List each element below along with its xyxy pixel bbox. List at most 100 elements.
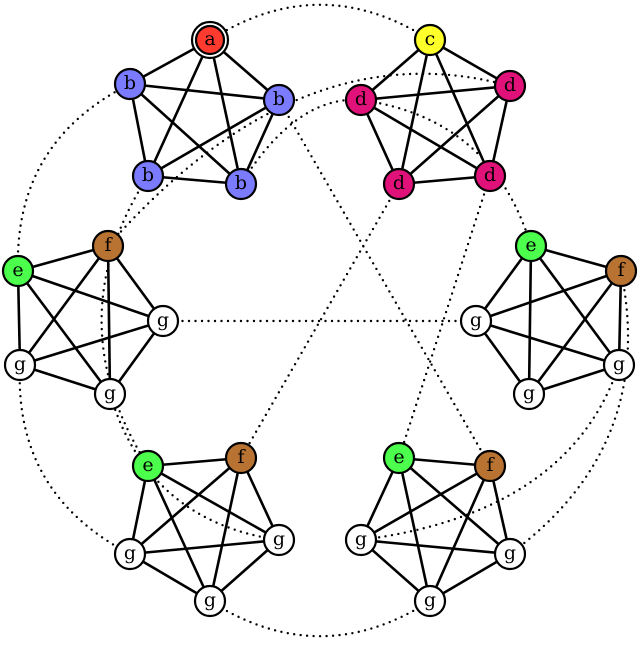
node-label: d — [393, 172, 405, 194]
node-g: g — [262, 523, 296, 557]
edge-B2-B3 — [146, 98, 281, 178]
dotted-edge-RG2-BRG1 — [359, 363, 621, 542]
node-b: b — [262, 83, 296, 117]
node-b: b — [113, 67, 147, 101]
node-label: g — [104, 382, 116, 404]
node-f: f — [473, 449, 507, 483]
node-label: g — [157, 309, 169, 331]
node-circle — [146, 304, 180, 338]
node-label: e — [393, 446, 404, 468]
node-label: f — [486, 454, 495, 476]
node-circle — [514, 229, 548, 263]
node-circle — [113, 537, 147, 571]
node-circle — [113, 67, 147, 101]
node-circle — [193, 584, 227, 618]
node-b: b — [131, 159, 165, 193]
node-circle — [413, 23, 447, 57]
edge-BRE-BRG2 — [397, 456, 512, 556]
edge-BRE-BRG3 — [397, 456, 432, 603]
node-label: g — [355, 528, 367, 550]
node-circle — [512, 377, 546, 411]
node-label: b — [235, 172, 247, 194]
node-circle — [604, 254, 638, 288]
node-circle — [344, 523, 378, 557]
node-label: d — [504, 74, 516, 96]
edge-RE-RG3 — [527, 244, 533, 396]
node-g: g — [146, 304, 180, 338]
node-label: e — [142, 454, 153, 476]
node-d: d — [344, 83, 378, 117]
node-label: g — [424, 589, 436, 611]
node-g: g — [3, 348, 37, 382]
node-circle — [91, 229, 125, 263]
dotted-edge-BLG2-LG3 — [108, 392, 281, 542]
node-label: a — [204, 28, 215, 50]
node-d: d — [493, 69, 527, 103]
node-g: g — [512, 377, 546, 411]
dotted-edge-D2-RE — [359, 98, 533, 248]
node-g: g — [344, 523, 378, 557]
node-label: e — [12, 259, 23, 281]
edge-LG1-LG2 — [18, 319, 165, 367]
edge-A-B4 — [208, 38, 243, 186]
node-e: e — [131, 449, 165, 483]
node-circle — [382, 167, 416, 201]
node-label: g — [504, 542, 516, 564]
node-circle — [131, 159, 165, 193]
node-label: g — [470, 309, 482, 331]
dotted-edge-A-C — [208, 3, 432, 42]
node-e: e — [382, 441, 416, 475]
edge-BLE-BLG2 — [146, 464, 281, 542]
node-g: g — [93, 377, 127, 411]
node-label: f — [104, 234, 113, 256]
node-circle — [413, 584, 447, 618]
edge-BRG1-BRG2 — [359, 538, 512, 556]
edge-RG1-RG2 — [474, 319, 621, 367]
node-label: b — [142, 164, 154, 186]
dotted-edge-LF-D1 — [106, 72, 512, 248]
edge-D1-D4 — [397, 84, 512, 186]
node-label: g — [124, 542, 136, 564]
node-label: g — [204, 589, 216, 611]
edge-A-B3 — [146, 38, 212, 178]
edge-BRF-BRG3 — [428, 464, 492, 603]
node-label: g — [273, 528, 285, 550]
node-label: g — [14, 353, 26, 375]
node-circle — [493, 69, 527, 103]
edge-LF-LG3 — [106, 244, 112, 396]
node-circle — [1, 254, 35, 288]
edge-BLF-BLG3 — [208, 456, 243, 603]
node-g: g — [193, 584, 227, 618]
edge-LF-LG2 — [18, 244, 110, 367]
node-c: c — [413, 23, 447, 57]
edge-BRF-BRG1 — [359, 464, 492, 542]
dotted-edge-LE-B1 — [16, 82, 132, 273]
node-label: g — [523, 382, 535, 404]
node-circle — [93, 377, 127, 411]
node-label: g — [613, 353, 625, 375]
node-g: g — [413, 584, 447, 618]
node-circle — [224, 167, 258, 201]
node-circle — [131, 449, 165, 483]
node-circle — [3, 348, 37, 382]
dotted-edge-RF-BRG2 — [508, 269, 630, 556]
node-label: f — [237, 446, 246, 468]
node-circle — [382, 441, 416, 475]
dotted-edge-D3-BRE — [397, 174, 492, 460]
dotted-edge-BLG1-LG2 — [18, 363, 132, 556]
edge-B1-B2 — [128, 82, 281, 102]
node-g: g — [113, 537, 147, 571]
node-label: c — [425, 28, 436, 50]
node-g: g — [459, 304, 493, 338]
node-label: e — [525, 234, 536, 256]
node-f: f — [604, 254, 638, 288]
node-circle — [473, 159, 507, 193]
node-circle — [194, 24, 226, 56]
edge-C-D3 — [428, 38, 492, 178]
node-circle — [602, 348, 636, 382]
edge-D1-D2 — [359, 84, 512, 102]
edge-RF-RG1 — [474, 269, 623, 323]
node-d: d — [382, 167, 416, 201]
